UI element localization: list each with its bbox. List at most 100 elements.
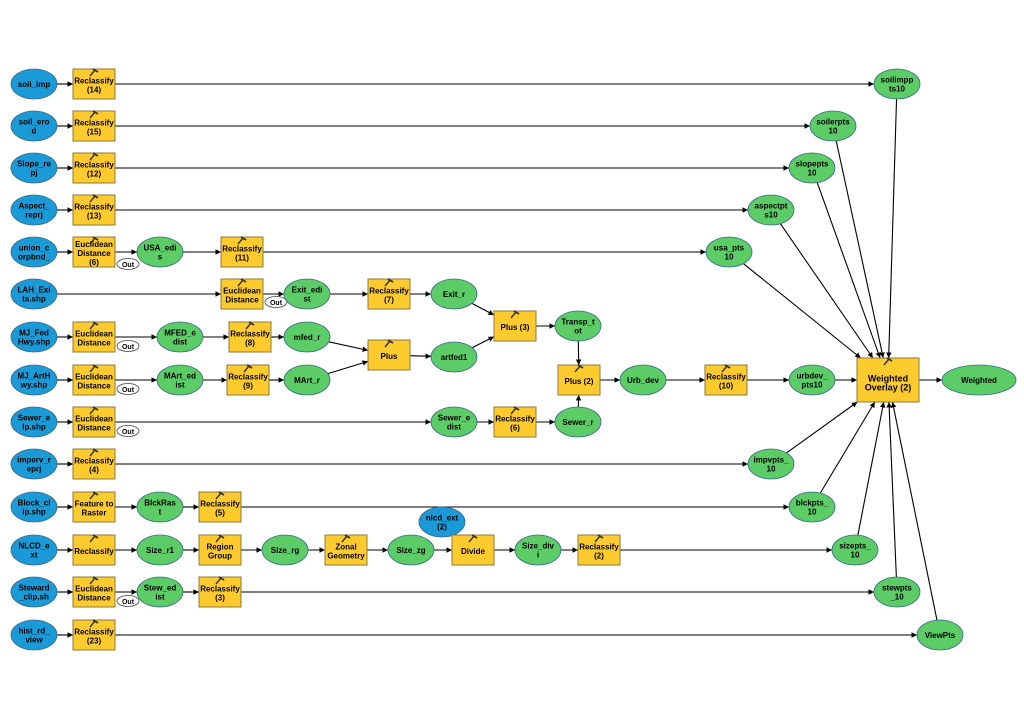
input-node-soil-imp[interactable]: soil_imp xyxy=(10,68,58,100)
output-node-sewer-r[interactable]: Sewer_r xyxy=(554,406,602,438)
output-node-urb-dev[interactable]: Urb_dev xyxy=(619,364,667,396)
connector-plus-to-artfed[interactable] xyxy=(409,353,432,359)
tool-node-reclassify-3[interactable]: Reclassify(3) xyxy=(198,576,242,608)
input-node-block-clip-shp[interactable]: Block_clip.shp xyxy=(10,491,58,523)
output-node-usa-pts10[interactable]: usa_pts10 xyxy=(705,236,753,268)
flag-node-out[interactable]: Out xyxy=(116,383,140,395)
output-node-size-r1[interactable]: Size_r1 xyxy=(136,534,184,566)
connector-o3-to-wo[interactable] xyxy=(816,182,881,359)
output-node-urbdev-pts10[interactable]: urbdev_pts10 xyxy=(788,364,836,396)
connector-o5-to-wo[interactable] xyxy=(743,263,862,359)
output-node-weighted[interactable]: Weighted xyxy=(941,364,1017,396)
tool-node-reclassify-6[interactable]: Reclassify(6) xyxy=(493,406,537,438)
input-node-aspect-reprj[interactable]: Aspect_reprj xyxy=(10,194,58,226)
output-node-exit-r[interactable]: Exit_r xyxy=(430,278,478,310)
connector-o1-to-wo[interactable] xyxy=(886,98,898,359)
flag-node-out[interactable]: Out xyxy=(264,296,288,308)
tool-node-reclassify-23[interactable]: Reclassify(23) xyxy=(72,619,116,651)
output-node-mart-r[interactable]: MArt_r xyxy=(283,364,331,396)
input-node-imperv-reprj[interactable]: imperv_reprj xyxy=(10,448,58,480)
input-node-steward-clip-sh[interactable]: Steward_clip.sh xyxy=(10,576,58,608)
tool-node-plus-2[interactable]: Plus (2) xyxy=(557,364,601,396)
output-node-stewpts-10[interactable]: stewpts_10 xyxy=(873,576,921,608)
node-label: Block_cl xyxy=(18,499,51,508)
input-node-sewer-elp-shp[interactable]: Sewer_elp.shp xyxy=(10,406,58,438)
tool-node-reclassify-15[interactable]: Reclassify(15) xyxy=(72,110,116,142)
connector-o15-to-wo[interactable] xyxy=(890,401,938,621)
tool-node-reclassify-12[interactable]: Reclassify(12) xyxy=(72,152,116,184)
connector-o4-to-wo[interactable] xyxy=(779,223,874,359)
input-ellipse xyxy=(10,68,58,100)
connector-r7-to-plus[interactable] xyxy=(328,341,369,352)
output-node-size-rg[interactable]: Size_rg xyxy=(261,534,309,566)
output-node-mfed-r[interactable]: mfed_r xyxy=(283,321,331,353)
tool-node-reclassify-8[interactable]: Reclassify(8) xyxy=(228,321,272,353)
tool-node-reclassify-4[interactable]: Reclassify(4) xyxy=(72,448,116,480)
tool-node-plus-3[interactable]: Plus (3) xyxy=(493,310,537,342)
input-node-nlcd-ext-2[interactable]: nlcd_ext(2) xyxy=(418,506,466,538)
tool-node-plus[interactable]: Plus xyxy=(367,339,411,371)
flag-node-out[interactable]: Out xyxy=(116,340,140,352)
connector-o2-to-wo[interactable] xyxy=(835,140,885,359)
input-node-nlcd-ext[interactable]: NLCD_ext xyxy=(10,534,58,566)
tool-node-reclassify-7[interactable]: Reclassify(7) xyxy=(367,278,411,310)
tool-node-reclassify-9[interactable]: Reclassify(9) xyxy=(226,364,270,396)
flag-node-out[interactable]: Out xyxy=(116,425,140,437)
connector-artfed-to-plus3[interactable] xyxy=(471,336,495,349)
output-node-impvpts-10[interactable]: impvpts_10 xyxy=(747,448,795,480)
output-node-transp-tot[interactable]: Transp_tot xyxy=(554,310,602,342)
tool-node-reclassify-5[interactable]: Reclassify(5) xyxy=(198,491,242,523)
connector-o11-to-wo[interactable] xyxy=(786,401,858,454)
flag-node-out[interactable]: Out xyxy=(116,595,140,607)
tool-node-reclassify-13[interactable]: Reclassify(13) xyxy=(72,194,116,226)
tool-box xyxy=(226,364,270,396)
connector-o13-to-wo[interactable] xyxy=(857,401,886,536)
tool-node-reclassify-11[interactable]: Reclassify(11) xyxy=(220,236,264,268)
input-node-hist-rd-view[interactable]: hist_rd_view xyxy=(10,619,58,651)
node-label: Plus xyxy=(381,352,398,361)
output-node-blckpts-10[interactable]: blckpts_10 xyxy=(788,491,836,523)
output-node-sizepts-10[interactable]: sizepts_10 xyxy=(831,534,879,566)
connector-o12-to-wo[interactable] xyxy=(819,401,876,494)
tool-node-reclassify-10[interactable]: Reclassify(10) xyxy=(704,364,748,396)
tool-node-reclassify[interactable]: Reclassify xyxy=(72,534,116,566)
output-node-size-zg[interactable]: Size_zg xyxy=(387,534,435,566)
flag-node-out[interactable]: Out xyxy=(116,258,140,270)
output-node-viewpts[interactable]: ViewPts xyxy=(916,619,964,651)
connector-o14-to-wo[interactable] xyxy=(886,401,897,578)
tool-node-divide[interactable]: Divide xyxy=(451,534,495,566)
tool-node-reclassify-2[interactable]: Reclassify(2) xyxy=(577,534,621,566)
connector-r6-to-plus3[interactable] xyxy=(471,302,495,316)
connector-r8-to-plus[interactable] xyxy=(327,360,369,375)
output-node-artfed1[interactable]: artfed1 xyxy=(430,341,478,373)
tool-node-reclassify-14[interactable]: Reclassify(14) xyxy=(72,68,116,100)
